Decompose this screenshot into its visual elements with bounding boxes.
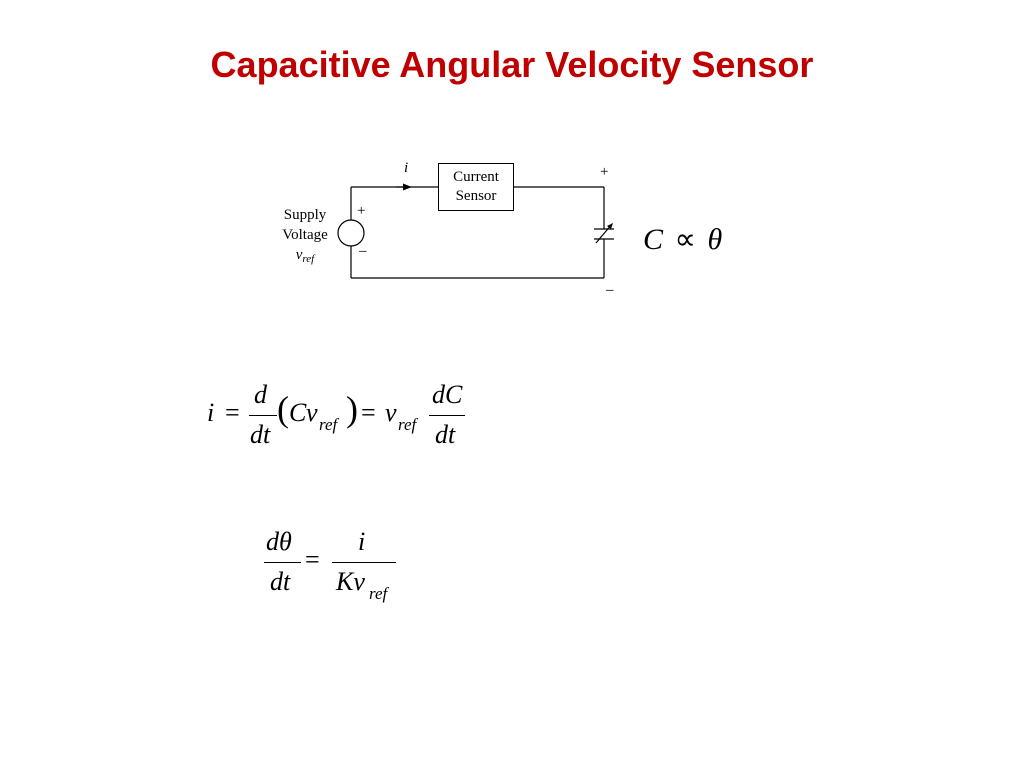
eq1-C: C bbox=[289, 398, 307, 427]
voltage-source bbox=[337, 219, 365, 247]
supply-voltage-label: Supply Voltage vref bbox=[270, 205, 340, 266]
prop-lhs: C bbox=[643, 223, 664, 256]
eq1-ref-1: ref bbox=[319, 415, 338, 434]
eq1-dt-2: dt bbox=[435, 420, 456, 449]
eq1-dt-1: dt bbox=[250, 420, 271, 449]
eq1-frac-bar-1 bbox=[249, 415, 277, 416]
eq2-frac-bar-2 bbox=[332, 562, 396, 563]
source-plus-sign: + bbox=[357, 203, 366, 219]
vref-label: vref bbox=[295, 247, 315, 265]
slide-title: Capacitive Angular Velocity Sensor bbox=[210, 44, 814, 85]
prop-symbol: ∝ bbox=[674, 223, 696, 256]
output-plus-sign: + bbox=[600, 164, 609, 180]
current-arrow-head bbox=[403, 183, 412, 191]
supply-label-line1: Supply bbox=[283, 207, 327, 223]
proportional-relation: C ∝ θ bbox=[643, 222, 722, 257]
eq1-frac-bar-2 bbox=[429, 415, 465, 416]
output-minus-sign: – bbox=[606, 282, 614, 298]
current-sensor-box: Current Sensor bbox=[438, 163, 514, 211]
eq1-dC: dC bbox=[432, 380, 463, 409]
eq2-Kv: Kv bbox=[336, 567, 365, 596]
current-sensor-label-line2: Sensor bbox=[455, 188, 497, 204]
eq2-equals: = bbox=[305, 545, 320, 574]
supply-label-line2: Voltage bbox=[282, 227, 328, 243]
eq1-paren-close: ) bbox=[346, 389, 358, 429]
eq1-equals-2: = bbox=[361, 398, 376, 427]
eq2-ref: ref bbox=[369, 584, 388, 603]
current-sensor-label-line1: Current bbox=[453, 169, 499, 185]
eq1-paren-open: ( bbox=[277, 389, 289, 429]
eq1-d: d bbox=[254, 380, 267, 409]
eq2-frac-bar-1 bbox=[264, 562, 301, 563]
eq1-v-1: v bbox=[306, 398, 318, 427]
source-minus-sign: – bbox=[359, 243, 367, 259]
eq2-dtheta: dθ bbox=[266, 527, 292, 556]
prop-rhs: θ bbox=[707, 223, 723, 256]
capacitor-arrow-head bbox=[607, 223, 613, 229]
eq1-v-2: v bbox=[385, 398, 397, 427]
eq1-ref-2: ref bbox=[398, 415, 417, 434]
eq1-i: i bbox=[207, 398, 215, 427]
eq2-i: i bbox=[358, 527, 366, 556]
eq2-dt: dt bbox=[270, 567, 291, 596]
current-label: i bbox=[404, 160, 409, 176]
eq1-equals-1: = bbox=[225, 398, 240, 427]
